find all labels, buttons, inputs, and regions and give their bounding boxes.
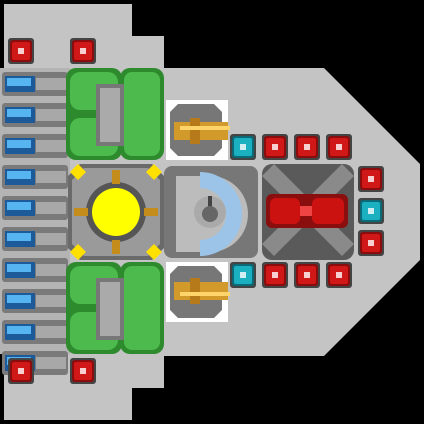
blue-cell [2,289,68,313]
cyan-pad-group [230,134,384,288]
red-pad [294,262,320,288]
shield-dome [164,166,258,258]
red-pad [326,262,352,288]
red-pad [8,358,34,384]
blue-cell [2,320,68,344]
red-pad-group [8,38,384,384]
turret-bottom [170,266,230,318]
red-pad [70,38,96,64]
red-pad [262,134,288,160]
blue-cell [2,103,68,127]
red-pad [262,262,288,288]
blue-cell-column [2,72,68,375]
reactor-core [68,164,164,260]
red-pad [326,134,352,160]
blue-cell [2,227,68,251]
red-pad [70,358,96,384]
red-pad [358,230,384,256]
cyan-pad [230,134,256,160]
red-pad [294,134,320,160]
red-pad [8,38,34,64]
cyan-pad [230,262,256,288]
engine-block [262,164,354,260]
blue-cell [2,134,68,158]
green-tanks-bottom [66,262,164,354]
blue-cell [2,165,68,189]
blue-cell [2,72,68,96]
turret-top [170,104,230,156]
cyan-pad [358,198,384,224]
red-pad [358,166,384,192]
blue-cell [2,258,68,282]
blue-cell [2,196,68,220]
green-tanks-top [66,68,164,160]
